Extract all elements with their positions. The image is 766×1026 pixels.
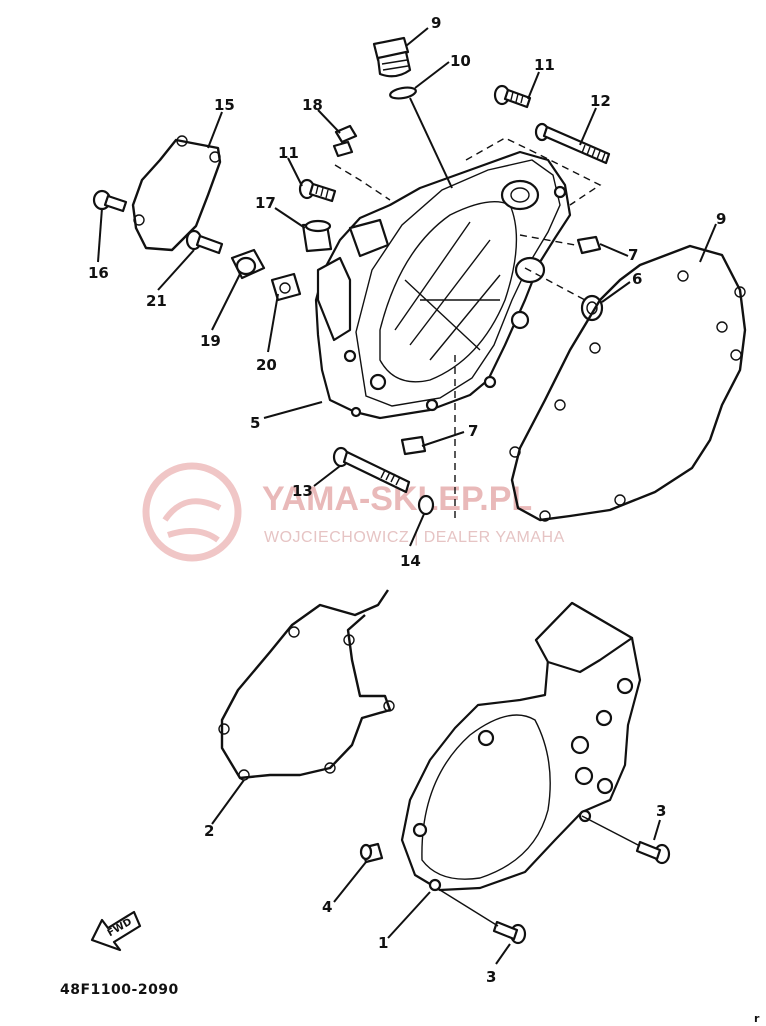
callout-14: 14 xyxy=(400,552,421,570)
part-3-bolt-right xyxy=(635,840,671,865)
callout-3-bottom: 3 xyxy=(486,968,496,986)
part-13-long-bolt xyxy=(332,446,411,494)
part-15-gasket-hole xyxy=(209,151,221,163)
fwd-arrow-icon: FWD xyxy=(90,910,142,952)
callout-20: 20 xyxy=(256,356,277,374)
watermark-logo-icon xyxy=(142,462,242,562)
part-9-gasket-hole xyxy=(509,446,521,458)
callout-10: 10 xyxy=(450,52,471,70)
part-20-gasket xyxy=(270,272,302,302)
callout-2: 2 xyxy=(204,822,214,840)
part-1-generator-cover xyxy=(400,601,642,892)
part-4-dowel xyxy=(359,842,384,864)
part-9-gasket-hole xyxy=(716,321,728,333)
part-2-gasket xyxy=(220,589,392,780)
part-9-gasket-hole xyxy=(614,494,626,506)
part-9-crankcase-gasket xyxy=(510,244,747,522)
assembly-guide-lines xyxy=(334,137,602,520)
part-5-crankcase-cover xyxy=(314,150,572,420)
callout-1: 1 xyxy=(378,934,388,952)
part-9-gasket-hole xyxy=(730,349,742,361)
callout-labels: 9 10 11 12 18 15 11 17 9 7 16 6 21 19 20… xyxy=(88,14,726,986)
part-18-grommet xyxy=(332,124,358,158)
part-11-bolt-left xyxy=(298,178,337,203)
part-15-gasket-hole xyxy=(176,135,188,147)
watermark: YAMA-SKLEP.PL WOJCIECHOWICZ | DEALER YAM… xyxy=(142,462,564,562)
callout-9-top: 9 xyxy=(431,14,441,32)
part-9-gasket-hole xyxy=(539,510,551,522)
part-15-gasket-hole xyxy=(133,214,145,226)
part-9-gasket-hole xyxy=(734,286,746,298)
part-2-gasket-hole xyxy=(343,634,355,646)
part-7-dowel-lower xyxy=(400,435,427,456)
part-2-gasket-hole xyxy=(288,626,300,638)
callout-18: 18 xyxy=(302,96,323,114)
callout-17: 17 xyxy=(255,194,276,212)
watermark-logo-mark xyxy=(162,498,222,543)
part-9-filler-plug xyxy=(372,36,412,78)
callout-21: 21 xyxy=(146,292,167,310)
part-9-gasket-hole xyxy=(589,342,601,354)
part-11-bolt-upper xyxy=(493,84,532,109)
callout-9-right: 9 xyxy=(716,210,726,228)
part-12-long-bolt xyxy=(534,122,611,165)
part-14-washer xyxy=(417,494,435,516)
callout-13: 13 xyxy=(292,482,313,500)
diagram-code: 48F1100-2090 xyxy=(60,982,179,998)
part-7-dowel-upper xyxy=(576,235,602,255)
part-19-plate xyxy=(230,248,266,280)
part-6-seal xyxy=(580,294,604,322)
callout-3-right: 3 xyxy=(656,802,666,820)
callout-19: 19 xyxy=(200,332,221,350)
callout-4: 4 xyxy=(322,898,332,916)
part-16-bolt xyxy=(92,189,128,213)
part-9-gasket-hole xyxy=(554,399,566,411)
part-15-gasket xyxy=(131,138,222,252)
part-17-sensor xyxy=(301,219,333,253)
callout-7-bottom: 7 xyxy=(468,422,478,440)
callout-5: 5 xyxy=(250,414,260,432)
callout-11-top: 11 xyxy=(534,56,555,74)
corner-mark: r xyxy=(754,1012,760,1025)
part-2-gasket-hole xyxy=(218,723,230,735)
callout-16: 16 xyxy=(88,264,109,282)
part-9-gasket-hole xyxy=(677,270,689,282)
part-3-bolt-lower xyxy=(492,920,527,945)
part-21-bolt xyxy=(185,229,224,255)
leader-lines xyxy=(97,27,717,965)
part-2-gasket-hole xyxy=(383,700,395,712)
callout-12: 12 xyxy=(590,92,611,110)
callout-15: 15 xyxy=(214,96,235,114)
callout-11-left: 11 xyxy=(278,144,299,162)
part-10-o-ring xyxy=(389,86,417,100)
callout-7-top: 7 xyxy=(628,246,638,264)
part-2-gasket-hole xyxy=(324,762,336,774)
callout-6: 6 xyxy=(632,270,642,288)
